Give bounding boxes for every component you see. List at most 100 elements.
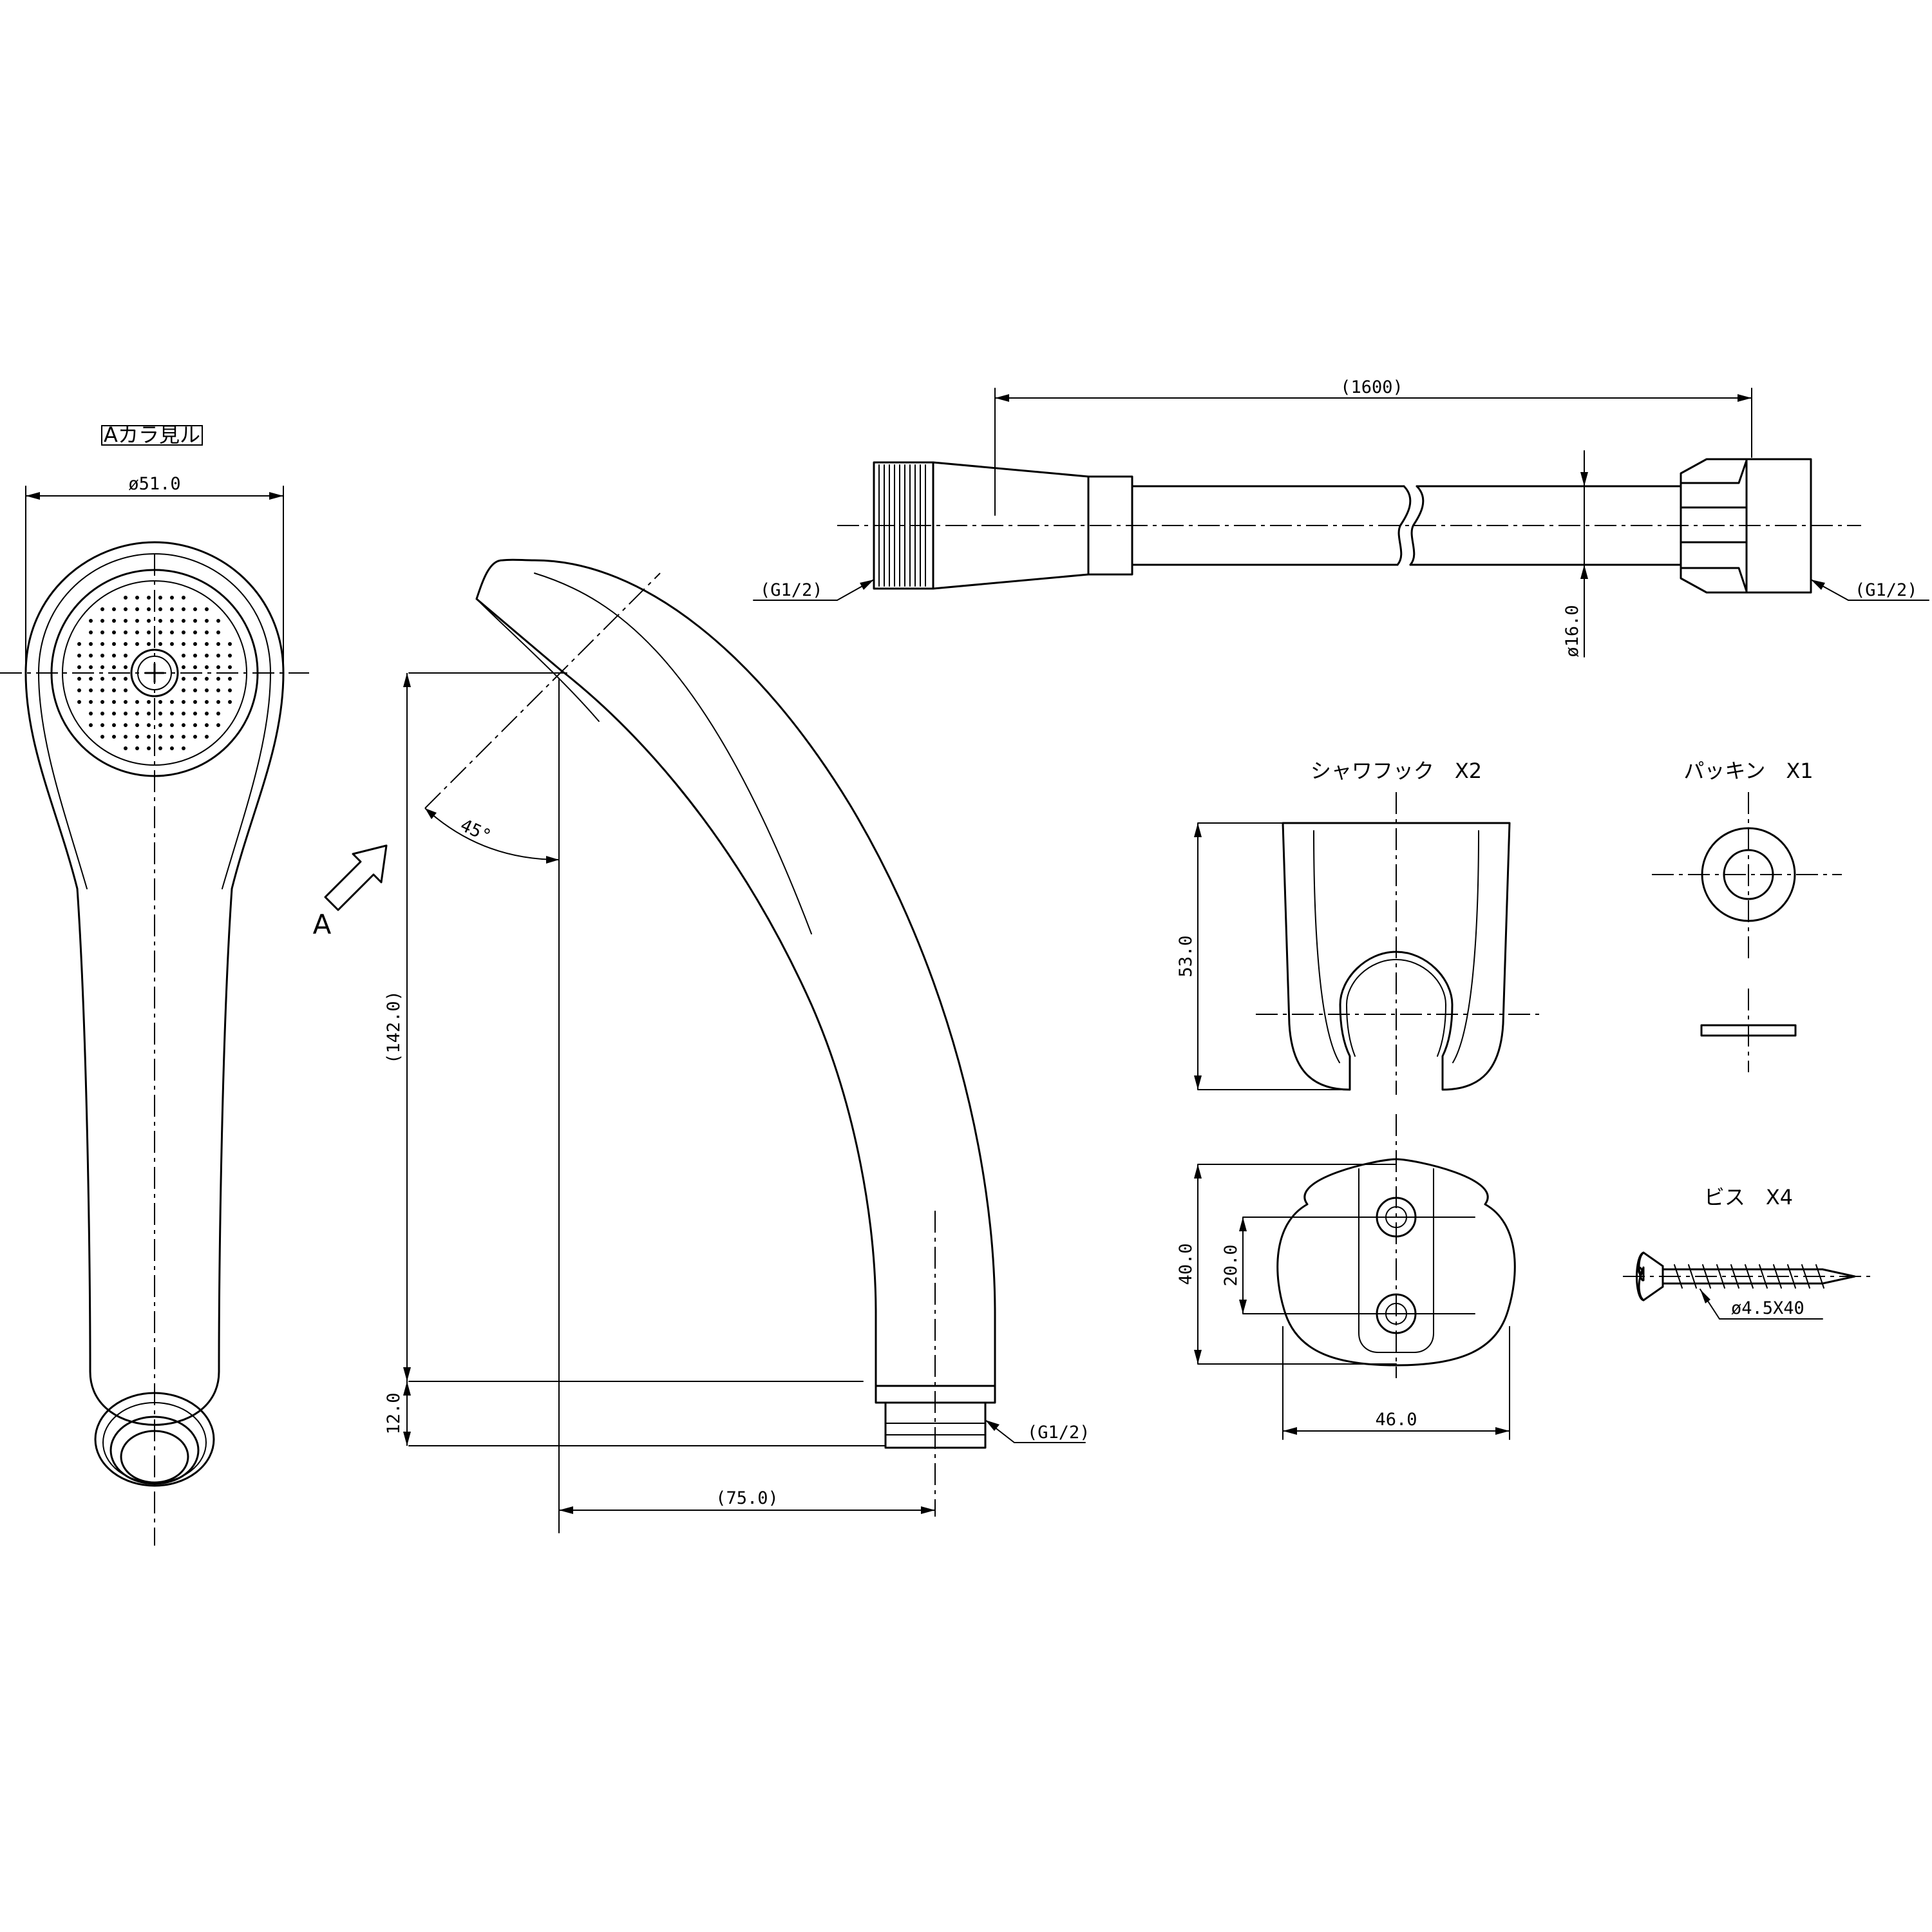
nozzle-dot <box>158 607 162 611</box>
nozzle-dot <box>77 688 81 692</box>
nozzle-dot <box>193 723 197 727</box>
view-label-text: Aカラ見ル <box>104 422 200 447</box>
nozzle-dot <box>147 607 151 611</box>
nozzle-dot <box>112 723 116 727</box>
nozzle-dot <box>135 712 139 715</box>
screw: ビス X4 ø4.5X40 <box>1623 1185 1874 1320</box>
front-view-shower-head: Aカラ見ル ø51.0 <box>0 422 309 1546</box>
nozzle-dot <box>124 642 128 646</box>
nozzle-dot <box>124 746 128 750</box>
nozzle-dot <box>124 654 128 658</box>
nozzle-dot <box>182 596 185 600</box>
nozzle-dot <box>100 700 104 704</box>
nozzle-dot <box>89 619 93 623</box>
nozzle-dot <box>89 642 93 646</box>
nozzle-dot <box>205 619 209 623</box>
nozzle-dot <box>124 723 128 727</box>
nozzle-dot <box>216 723 220 727</box>
hose-assembly: (1600) ø16.0 (G1/2) (G1/2) <box>753 377 1929 658</box>
nozzle-dot <box>89 688 93 692</box>
nozzle-dot <box>100 665 104 669</box>
nozzle-dot <box>216 619 220 623</box>
nozzle-dot <box>112 630 116 634</box>
nozzle-dot <box>135 735 139 739</box>
nozzle-dot <box>158 630 162 634</box>
nozzle-dot <box>89 723 93 727</box>
thread-line <box>1787 1264 1796 1289</box>
nozzle-dot <box>112 700 116 704</box>
nozzle-dot <box>205 665 209 669</box>
nozzle-dot <box>100 688 104 692</box>
nozzle-dot <box>147 723 151 727</box>
nozzle-dot <box>135 746 139 750</box>
nozzle-dot <box>112 619 116 623</box>
nozzle-dot <box>112 607 116 611</box>
nozzle-dot <box>158 596 162 600</box>
arrow-letter: A <box>313 909 332 940</box>
dim-height: (142.0) <box>384 990 404 1064</box>
nozzle-dot <box>228 654 232 658</box>
nozzle-dot <box>77 642 81 646</box>
nozzle-dot <box>100 642 104 646</box>
nozzle-dot <box>216 654 220 658</box>
nozzle-dot <box>170 607 174 611</box>
nozzle-dot <box>100 712 104 715</box>
nozzle-dot <box>147 700 151 704</box>
packing-title: パッキン X1 <box>1683 759 1813 783</box>
nozzle-dot <box>158 746 162 750</box>
nozzle-dot <box>158 700 162 704</box>
nozzle-dot <box>182 700 185 704</box>
nozzle-dot <box>124 596 128 600</box>
nozzle-dot <box>112 642 116 646</box>
nozzle-dot <box>182 665 185 669</box>
dim-connector-height: 12.0 <box>384 1392 404 1434</box>
nozzle-dot <box>205 688 209 692</box>
nozzle-dot <box>170 642 174 646</box>
dim-hook-hole-pitch: 20.0 <box>1221 1244 1241 1286</box>
side-view-shower-head: 45° A (142.0) 12.0 (75.0) (G1/2) <box>313 558 1090 1533</box>
view-label-box <box>101 425 203 446</box>
nozzle-dot <box>147 642 151 646</box>
nozzle-dot <box>170 700 174 704</box>
nozzle-dot <box>216 642 220 646</box>
nozzle-dot <box>193 607 197 611</box>
dim-angle: 45° <box>457 815 494 847</box>
nozzle-dot <box>170 723 174 727</box>
nozzle-dot <box>135 630 139 634</box>
nozzle-dot <box>228 642 232 646</box>
nozzle-dot <box>100 677 104 681</box>
nozzle-dot <box>124 607 128 611</box>
packing: パッキン X1 <box>1652 759 1842 1072</box>
nozzle-dot <box>135 642 139 646</box>
dim-hook-height: 53.0 <box>1176 935 1196 977</box>
nozzle-dot <box>89 630 93 634</box>
dim-hose-thread-left: (G1/2) <box>760 580 823 600</box>
nozzle-dot <box>205 700 209 704</box>
dim-hose-thread-right: (G1/2) <box>1855 580 1918 600</box>
nozzle-dot <box>228 688 232 692</box>
nozzle-dot <box>193 665 197 669</box>
nozzle-dot <box>124 630 128 634</box>
view-arrow-a <box>324 844 388 911</box>
nozzle-dot <box>205 712 209 715</box>
nozzle-dot <box>170 735 174 739</box>
nozzle-dot <box>147 746 151 750</box>
dim-hook-width: 46.0 <box>1375 1410 1417 1430</box>
nozzle-dot <box>205 735 209 739</box>
nozzle-dot <box>182 688 185 692</box>
nozzle-dot <box>77 665 81 669</box>
nozzle-dot <box>182 607 185 611</box>
nozzle-dot <box>216 677 220 681</box>
nozzle-dot <box>135 723 139 727</box>
nozzle-dot <box>182 630 185 634</box>
nozzle-dot <box>182 677 185 681</box>
nozzle-dot <box>100 654 104 658</box>
nozzle-dot <box>205 642 209 646</box>
screw-title: ビス X4 <box>1704 1185 1793 1209</box>
nozzle-dot <box>147 712 151 715</box>
nozzle-dot <box>89 677 93 681</box>
nozzle-dot <box>216 665 220 669</box>
nozzle-dot <box>89 700 93 704</box>
screw-head <box>1638 1251 1664 1302</box>
nozzle-dot <box>112 665 116 669</box>
